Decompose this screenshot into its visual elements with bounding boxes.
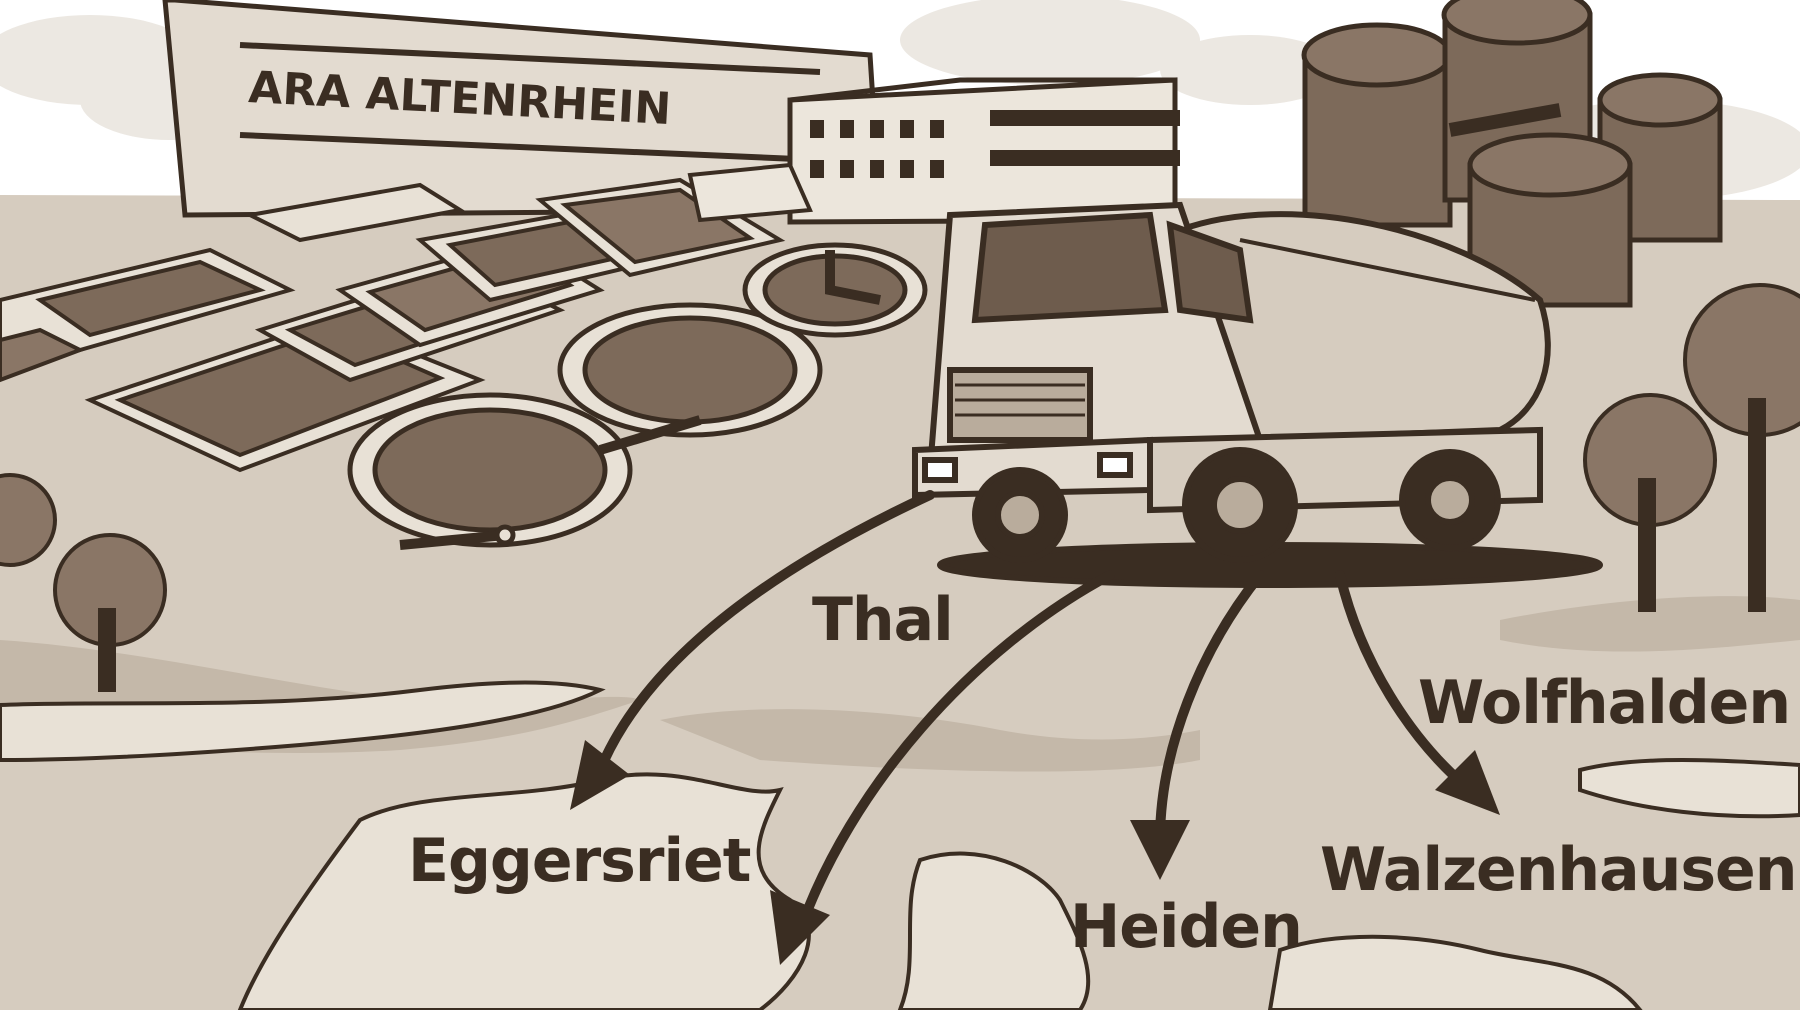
trees (0, 283, 1800, 692)
arrow-to-eggersriet (595, 490, 935, 775)
digester-tanks (1301, 0, 1723, 308)
rectangular-basins (0, 162, 813, 473)
label-wolfhalden: Wolfhalden (1418, 668, 1791, 738)
label-eggersriet: Eggersriet (408, 826, 751, 896)
tanker-truck (912, 201, 1603, 588)
treatment-plant-building (162, 0, 1180, 225)
water-shapes (0, 680, 1800, 1010)
label-heiden: Heiden (1070, 892, 1303, 962)
arrowheads (570, 740, 1500, 965)
arrow-to-walzenhausen (1335, 570, 1475, 795)
route-arrows (595, 490, 1475, 935)
label-thal: Thal (812, 585, 954, 655)
label-walzenhausen: Walzenhausen (1320, 835, 1797, 905)
round-clarifiers (347, 242, 928, 550)
arrow-to-heiden (1155, 570, 1265, 845)
arrow-to-thal-south (795, 570, 1115, 935)
